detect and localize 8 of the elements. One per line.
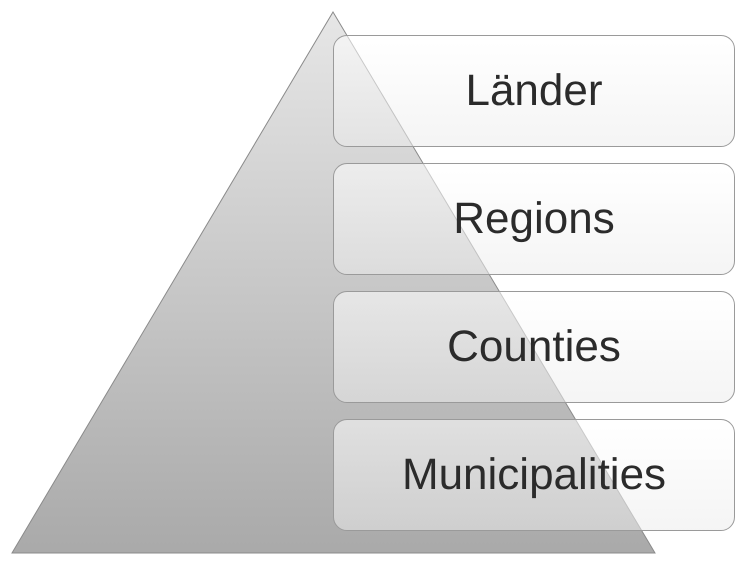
tier-box xyxy=(333,291,735,403)
tier-label: Municipalities xyxy=(402,450,666,500)
tier-label: Länder xyxy=(465,66,602,116)
tier-box xyxy=(333,163,735,275)
tier-box xyxy=(333,35,735,147)
tier-label: Counties xyxy=(447,322,621,372)
tier-label: Regions xyxy=(453,194,615,244)
tier-box xyxy=(333,419,735,531)
